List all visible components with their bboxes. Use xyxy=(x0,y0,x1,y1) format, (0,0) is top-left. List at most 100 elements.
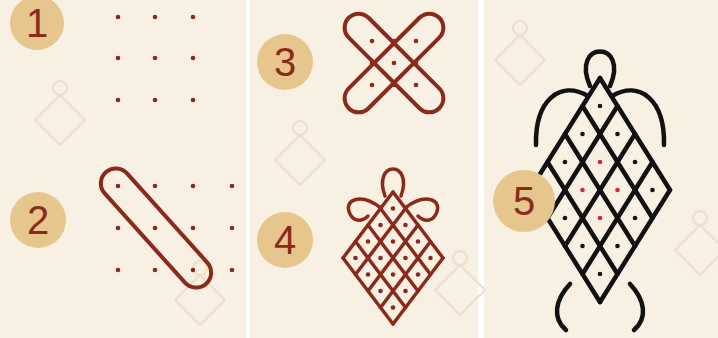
kolam-dot xyxy=(116,226,121,231)
kolam-curve xyxy=(557,284,570,330)
kolam-dot xyxy=(116,184,121,189)
step-number: 3 xyxy=(274,42,296,82)
kolam-line xyxy=(565,134,635,246)
kolam-dot xyxy=(392,61,397,66)
kolam-dot xyxy=(378,223,383,228)
kolam-dot xyxy=(153,226,158,231)
kolam-curve xyxy=(405,199,438,220)
kolam-dot xyxy=(391,272,396,277)
kolam-dot xyxy=(366,272,371,277)
kolam-dot xyxy=(563,160,568,165)
kolam-dot xyxy=(598,104,603,109)
kolam-line xyxy=(368,225,418,291)
kolam-dot xyxy=(633,160,638,165)
step-number-circle: 5 xyxy=(493,170,555,232)
kolam-line xyxy=(381,242,431,308)
kolam-line xyxy=(343,258,393,324)
kolam-dot xyxy=(191,56,196,61)
kolam-dot xyxy=(580,188,585,193)
circle-fill xyxy=(257,34,313,90)
kolam-dot xyxy=(116,98,121,103)
kolam-curve xyxy=(586,52,614,87)
kolam-dot xyxy=(414,39,419,44)
kolam-dot xyxy=(153,56,158,61)
step-number: 5 xyxy=(513,181,535,221)
kolam-dot xyxy=(116,15,121,20)
kolam-dot xyxy=(598,272,603,277)
kolam-line xyxy=(356,242,406,308)
single-loop xyxy=(95,162,235,294)
step-number: 2 xyxy=(27,200,49,240)
kolam-dot xyxy=(116,56,121,61)
kolam-dot xyxy=(391,305,396,310)
kolam-dot xyxy=(153,15,158,20)
kolam-dot xyxy=(153,98,158,103)
kolam-dot xyxy=(403,223,408,228)
kolam-dot xyxy=(116,268,121,273)
panel-ground xyxy=(0,0,246,338)
kolam-dot xyxy=(153,268,158,273)
kolam-dot xyxy=(191,268,196,273)
kolam-curve xyxy=(536,91,588,145)
kolam-dot xyxy=(615,244,620,249)
kolam-dot xyxy=(191,184,196,189)
step-number-circle: 4 xyxy=(257,212,313,268)
kolam-dot xyxy=(391,239,396,244)
panel-ground xyxy=(484,0,718,338)
lattice-kolam xyxy=(343,169,443,324)
dot-grid xyxy=(116,15,196,103)
kolam-dot xyxy=(580,132,585,137)
kolam-dot xyxy=(353,256,358,261)
kolam-dot xyxy=(403,289,408,294)
kolam-dot xyxy=(580,244,585,249)
kolam-dot xyxy=(615,132,620,137)
kolam-dot xyxy=(370,83,375,88)
kolam-dot xyxy=(230,268,235,273)
step-number-circle: 2 xyxy=(10,192,66,248)
kolam-loop xyxy=(339,8,449,118)
kolam-dot xyxy=(414,83,419,88)
kolam-curve xyxy=(612,91,664,145)
kolam-line xyxy=(548,162,618,274)
kolam-dot xyxy=(391,206,396,211)
circle-fill xyxy=(10,0,64,50)
kolam-dot xyxy=(598,160,603,165)
kolam-dot xyxy=(378,256,383,261)
step-number-circle: 3 xyxy=(257,34,313,90)
kolam-dot xyxy=(615,188,620,193)
circle-fill xyxy=(10,192,66,248)
kolam-dot xyxy=(191,98,196,103)
panel-ground xyxy=(250,0,478,338)
kolam-dot xyxy=(230,226,235,231)
circle-fill xyxy=(257,212,313,268)
circle-fill xyxy=(493,170,555,232)
kolam-dot xyxy=(366,239,371,244)
kolam-dot xyxy=(191,15,196,20)
step-number-circle: 1 xyxy=(10,0,64,50)
kolam-curve xyxy=(630,284,643,330)
kolam-dot xyxy=(153,184,158,189)
kolam-line xyxy=(393,258,443,324)
kolam-dot xyxy=(370,39,375,44)
kolam-curve xyxy=(382,169,403,196)
kolam-dot xyxy=(563,216,568,221)
step-number: 1 xyxy=(26,3,48,43)
step-number: 4 xyxy=(274,220,296,260)
kolam-loop xyxy=(339,8,449,118)
kolam-line xyxy=(565,134,635,246)
kolam-dot xyxy=(230,184,235,189)
kolam-dot xyxy=(598,216,603,221)
kolam-line xyxy=(600,190,670,302)
kolam-line xyxy=(583,162,653,274)
kolam-dot xyxy=(650,188,655,193)
kolam-dot xyxy=(191,226,196,231)
kolam-dot xyxy=(403,256,408,261)
kolam-dot xyxy=(428,256,433,261)
kolam-dot xyxy=(378,289,383,294)
kolam-dot xyxy=(633,216,638,221)
kolam-line xyxy=(368,225,418,291)
kolam-dot xyxy=(416,272,421,277)
kolam-dot xyxy=(416,239,421,244)
kolam-loop xyxy=(95,162,218,294)
